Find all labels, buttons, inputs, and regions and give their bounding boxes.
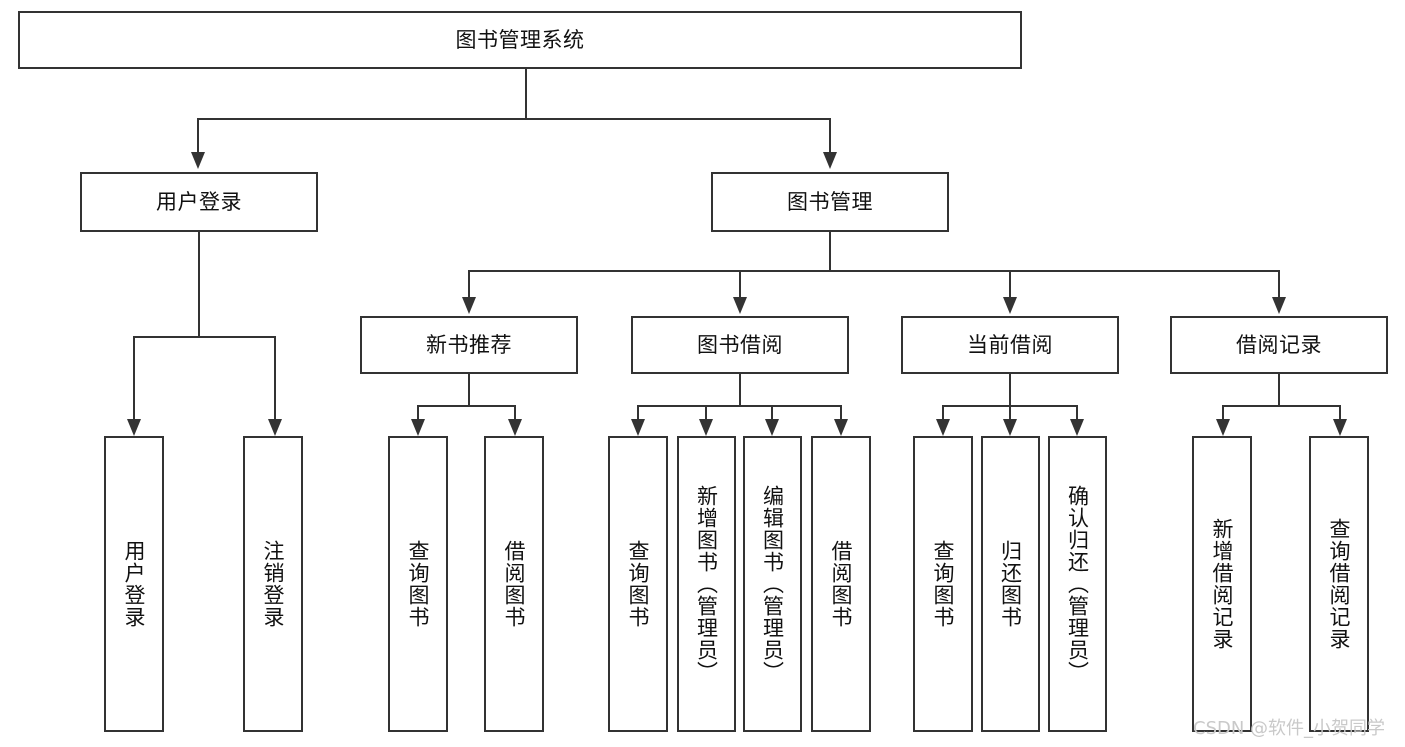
node-leaf-add-record-label: 新增借阅记录 — [1210, 518, 1235, 650]
node-leaf-query-book-1[interactable]: 查询图书 — [388, 436, 448, 732]
node-book-management[interactable]: 图书管理 — [711, 172, 949, 232]
node-leaf-add-book[interactable]: 新增图书（管理员） — [677, 436, 736, 732]
arrowhead-leaf-query-book-2 — [631, 419, 645, 436]
node-user-login[interactable]: 用户登录 — [80, 172, 318, 232]
edge-cb-drop-3 — [1076, 405, 1078, 421]
edge-user-login-drop-2 — [274, 336, 276, 421]
edge-bb-drop-1 — [637, 405, 639, 421]
edge-book-management-bus — [468, 270, 1279, 272]
arrowhead-leaf-logout — [268, 419, 282, 436]
node-leaf-user-login-label: 用户登录 — [122, 540, 147, 628]
node-leaf-borrow-book-2-label: 借阅图书 — [829, 540, 854, 628]
node-book-borrow-label: 图书借阅 — [697, 332, 783, 357]
edge-to-user-login — [197, 118, 199, 154]
node-leaf-logout[interactable]: 注销登录 — [243, 436, 303, 732]
edge-nbr-stem — [468, 374, 470, 406]
arrowhead-leaf-add-record — [1216, 419, 1230, 436]
arrowhead-leaf-user-login — [127, 419, 141, 436]
edge-user-login-bus — [133, 336, 276, 338]
edge-to-book-management — [829, 118, 831, 154]
node-leaf-query-book-2[interactable]: 查询图书 — [608, 436, 668, 732]
arrowhead-new-book-recommend — [462, 297, 476, 314]
edge-root-stem — [525, 69, 527, 119]
node-borrow-record[interactable]: 借阅记录 — [1170, 316, 1388, 374]
node-leaf-logout-label: 注销登录 — [261, 540, 286, 628]
edge-bm-drop-1 — [468, 270, 470, 299]
edge-cb-drop-1 — [942, 405, 944, 421]
node-leaf-query-book-2-label: 查询图书 — [626, 540, 651, 628]
node-book-management-label: 图书管理 — [787, 189, 873, 214]
node-current-borrow[interactable]: 当前借阅 — [901, 316, 1119, 374]
edge-bb-drop-3 — [771, 405, 773, 421]
edge-bb-stem — [739, 374, 741, 406]
edge-bm-drop-3 — [1009, 270, 1011, 299]
arrowhead-leaf-return-book — [1003, 419, 1017, 436]
arrowhead-current-borrow — [1003, 297, 1017, 314]
arrowhead-user-login — [191, 152, 205, 169]
arrowhead-leaf-confirm-return — [1070, 419, 1084, 436]
node-leaf-borrow-book-1-label: 借阅图书 — [502, 540, 527, 628]
edge-bm-drop-4 — [1278, 270, 1280, 299]
edge-bb-bus — [637, 405, 841, 407]
node-leaf-edit-book-label: 编辑图书（管理员） — [760, 485, 785, 683]
node-leaf-borrow-book-1[interactable]: 借阅图书 — [484, 436, 544, 732]
edge-bb-drop-4 — [840, 405, 842, 421]
arrowhead-leaf-borrow-book-2 — [834, 419, 848, 436]
edge-user-login-drop-1 — [133, 336, 135, 421]
arrowhead-leaf-query-book-1 — [411, 419, 425, 436]
edge-cb-stem — [1009, 374, 1011, 406]
node-book-borrow[interactable]: 图书借阅 — [631, 316, 849, 374]
node-user-login-label: 用户登录 — [156, 189, 242, 214]
node-leaf-confirm-return[interactable]: 确认归还（管理员） — [1048, 436, 1107, 732]
node-root-label: 图书管理系统 — [455, 27, 585, 52]
node-new-book-recommend-label: 新书推荐 — [426, 332, 512, 357]
edge-br-drop-2 — [1339, 405, 1341, 421]
node-leaf-add-record[interactable]: 新增借阅记录 — [1192, 436, 1252, 732]
node-leaf-add-book-label: 新增图书（管理员） — [694, 485, 719, 683]
arrowhead-leaf-query-book-3 — [936, 419, 950, 436]
node-leaf-return-book-label: 归还图书 — [998, 540, 1023, 628]
arrowhead-leaf-query-record — [1333, 419, 1347, 436]
node-leaf-query-record-label: 查询借阅记录 — [1327, 518, 1352, 650]
arrowhead-book-borrow — [733, 297, 747, 314]
edge-nbr-drop-2 — [514, 405, 516, 421]
node-leaf-query-book-1-label: 查询图书 — [406, 540, 431, 628]
edge-user-login-stem — [198, 232, 200, 337]
edge-br-bus — [1222, 405, 1340, 407]
arrowhead-borrow-record — [1272, 297, 1286, 314]
edge-cb-drop-2 — [1009, 405, 1011, 421]
node-new-book-recommend[interactable]: 新书推荐 — [360, 316, 578, 374]
node-leaf-edit-book[interactable]: 编辑图书（管理员） — [743, 436, 802, 732]
node-leaf-confirm-return-label: 确认归还（管理员） — [1065, 485, 1090, 683]
node-leaf-query-book-3-label: 查询图书 — [931, 540, 956, 628]
node-current-borrow-label: 当前借阅 — [967, 332, 1053, 357]
arrowhead-book-management — [823, 152, 837, 169]
node-leaf-return-book[interactable]: 归还图书 — [981, 436, 1040, 732]
arrowhead-leaf-edit-book — [765, 419, 779, 436]
edge-br-drop-1 — [1222, 405, 1224, 421]
edge-bm-drop-2 — [739, 270, 741, 299]
edge-br-stem — [1278, 374, 1280, 406]
node-root[interactable]: 图书管理系统 — [18, 11, 1022, 69]
arrowhead-leaf-borrow-book-1 — [508, 419, 522, 436]
watermark-text: CSDN @软件_小贺同学 — [1193, 718, 1386, 739]
edge-nbr-drop-1 — [417, 405, 419, 421]
edge-book-management-stem — [829, 232, 831, 271]
node-leaf-query-book-3[interactable]: 查询图书 — [913, 436, 973, 732]
node-borrow-record-label: 借阅记录 — [1236, 332, 1322, 357]
edge-nbr-bus — [417, 405, 516, 407]
edge-bb-drop-2 — [705, 405, 707, 421]
arrowhead-leaf-add-book — [699, 419, 713, 436]
node-leaf-borrow-book-2[interactable]: 借阅图书 — [811, 436, 871, 732]
node-leaf-query-record[interactable]: 查询借阅记录 — [1309, 436, 1369, 732]
edge-root-bus — [197, 118, 831, 120]
node-leaf-user-login[interactable]: 用户登录 — [104, 436, 164, 732]
